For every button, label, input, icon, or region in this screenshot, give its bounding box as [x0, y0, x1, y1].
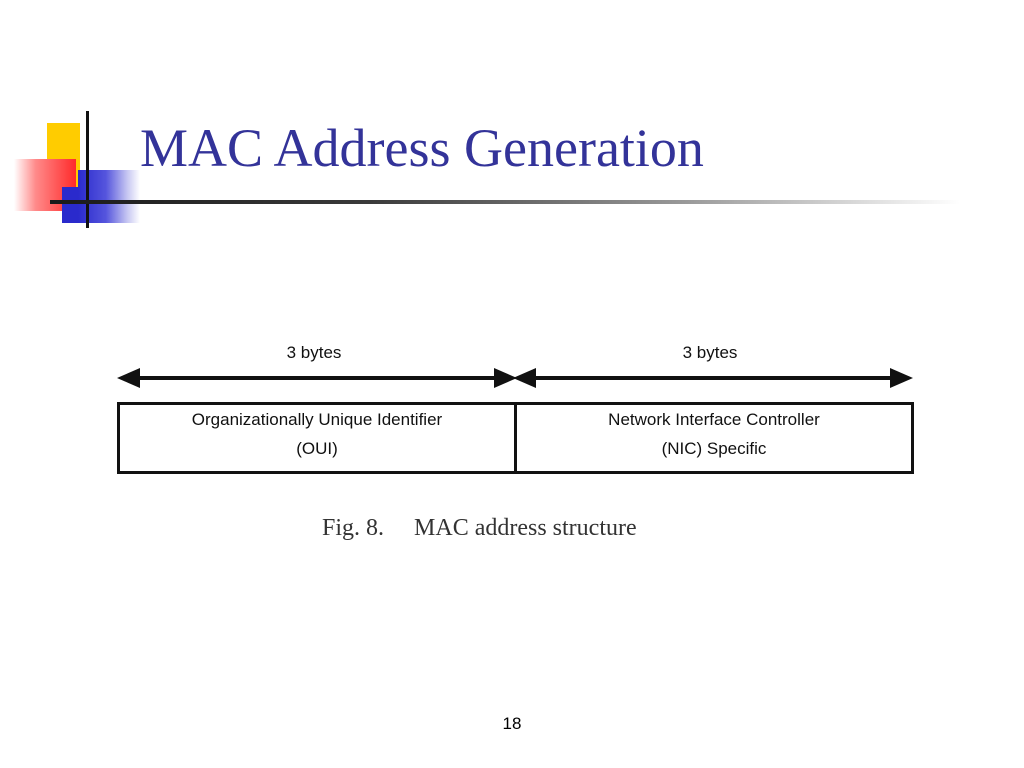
oui-field-abbrev: (OUI): [296, 439, 338, 458]
oui-field: Organizationally Unique Identifier (OUI): [117, 402, 517, 474]
title-underline: [50, 200, 960, 204]
left-arrowhead-start: [117, 368, 140, 388]
right-arrowhead-end: [890, 368, 913, 388]
nic-field-name: Network Interface Controller: [608, 410, 820, 429]
oui-field-name: Organizationally Unique Identifier: [191, 410, 443, 429]
slide-title: MAC Address Generation: [140, 118, 704, 178]
nic-field-abbrev: (NIC) Specific: [661, 439, 767, 458]
page-number: 18: [502, 714, 522, 733]
figure-caption: Fig. 8. MAC address structure: [322, 515, 637, 542]
logo-blue-block: [62, 187, 80, 223]
right-arrowhead-start: [513, 368, 536, 388]
nic-field: Network Interface Controller (NIC) Speci…: [514, 402, 914, 474]
right-span-label: 3 bytes: [682, 343, 738, 362]
left-arrowhead-end: [494, 368, 517, 388]
logo-vertical-line: [86, 111, 89, 228]
left-span-label: 3 bytes: [286, 343, 342, 362]
caption-number: Fig. 8.: [322, 515, 385, 541]
caption-text: MAC address structure: [414, 515, 637, 541]
